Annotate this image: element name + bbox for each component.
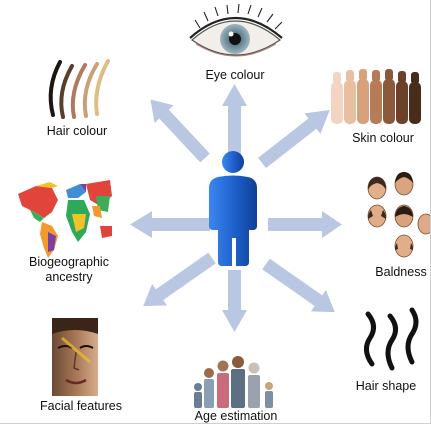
label-age-estimation: Age estimation [181,409,291,424]
bald-heads-icon [368,172,431,257]
label-facial-features: Facial features [26,399,136,414]
hair-strands-icon [51,61,108,117]
raised-hands-icon [331,69,421,124]
curly-hair-icon [366,310,416,368]
arrow-hair-colour [141,91,215,167]
arrow-hair-shape [259,253,343,322]
eye-icon [190,4,282,56]
family-ages-icon [194,356,273,408]
arrow-age [222,270,247,332]
label-baldness: Baldness [372,265,430,280]
label-skin-colour: Skin colour [338,131,428,146]
label-ancestry: ancestry [14,270,124,285]
face-icon [52,318,98,396]
world-map-icon [18,180,112,258]
label-biogeographic: Biogeographic [14,255,124,270]
arrow-baldness [268,211,342,238]
arrow-facial [136,247,220,316]
arrow-eye [222,84,247,154]
label-hair-shape: Hair shape [346,379,426,394]
label-eye-colour: Eye colour [190,68,280,83]
label-hair-colour: Hair colour [32,124,122,139]
person-icon [209,151,257,266]
arrow-ancestry [130,211,210,238]
arrow-skin [254,100,338,173]
